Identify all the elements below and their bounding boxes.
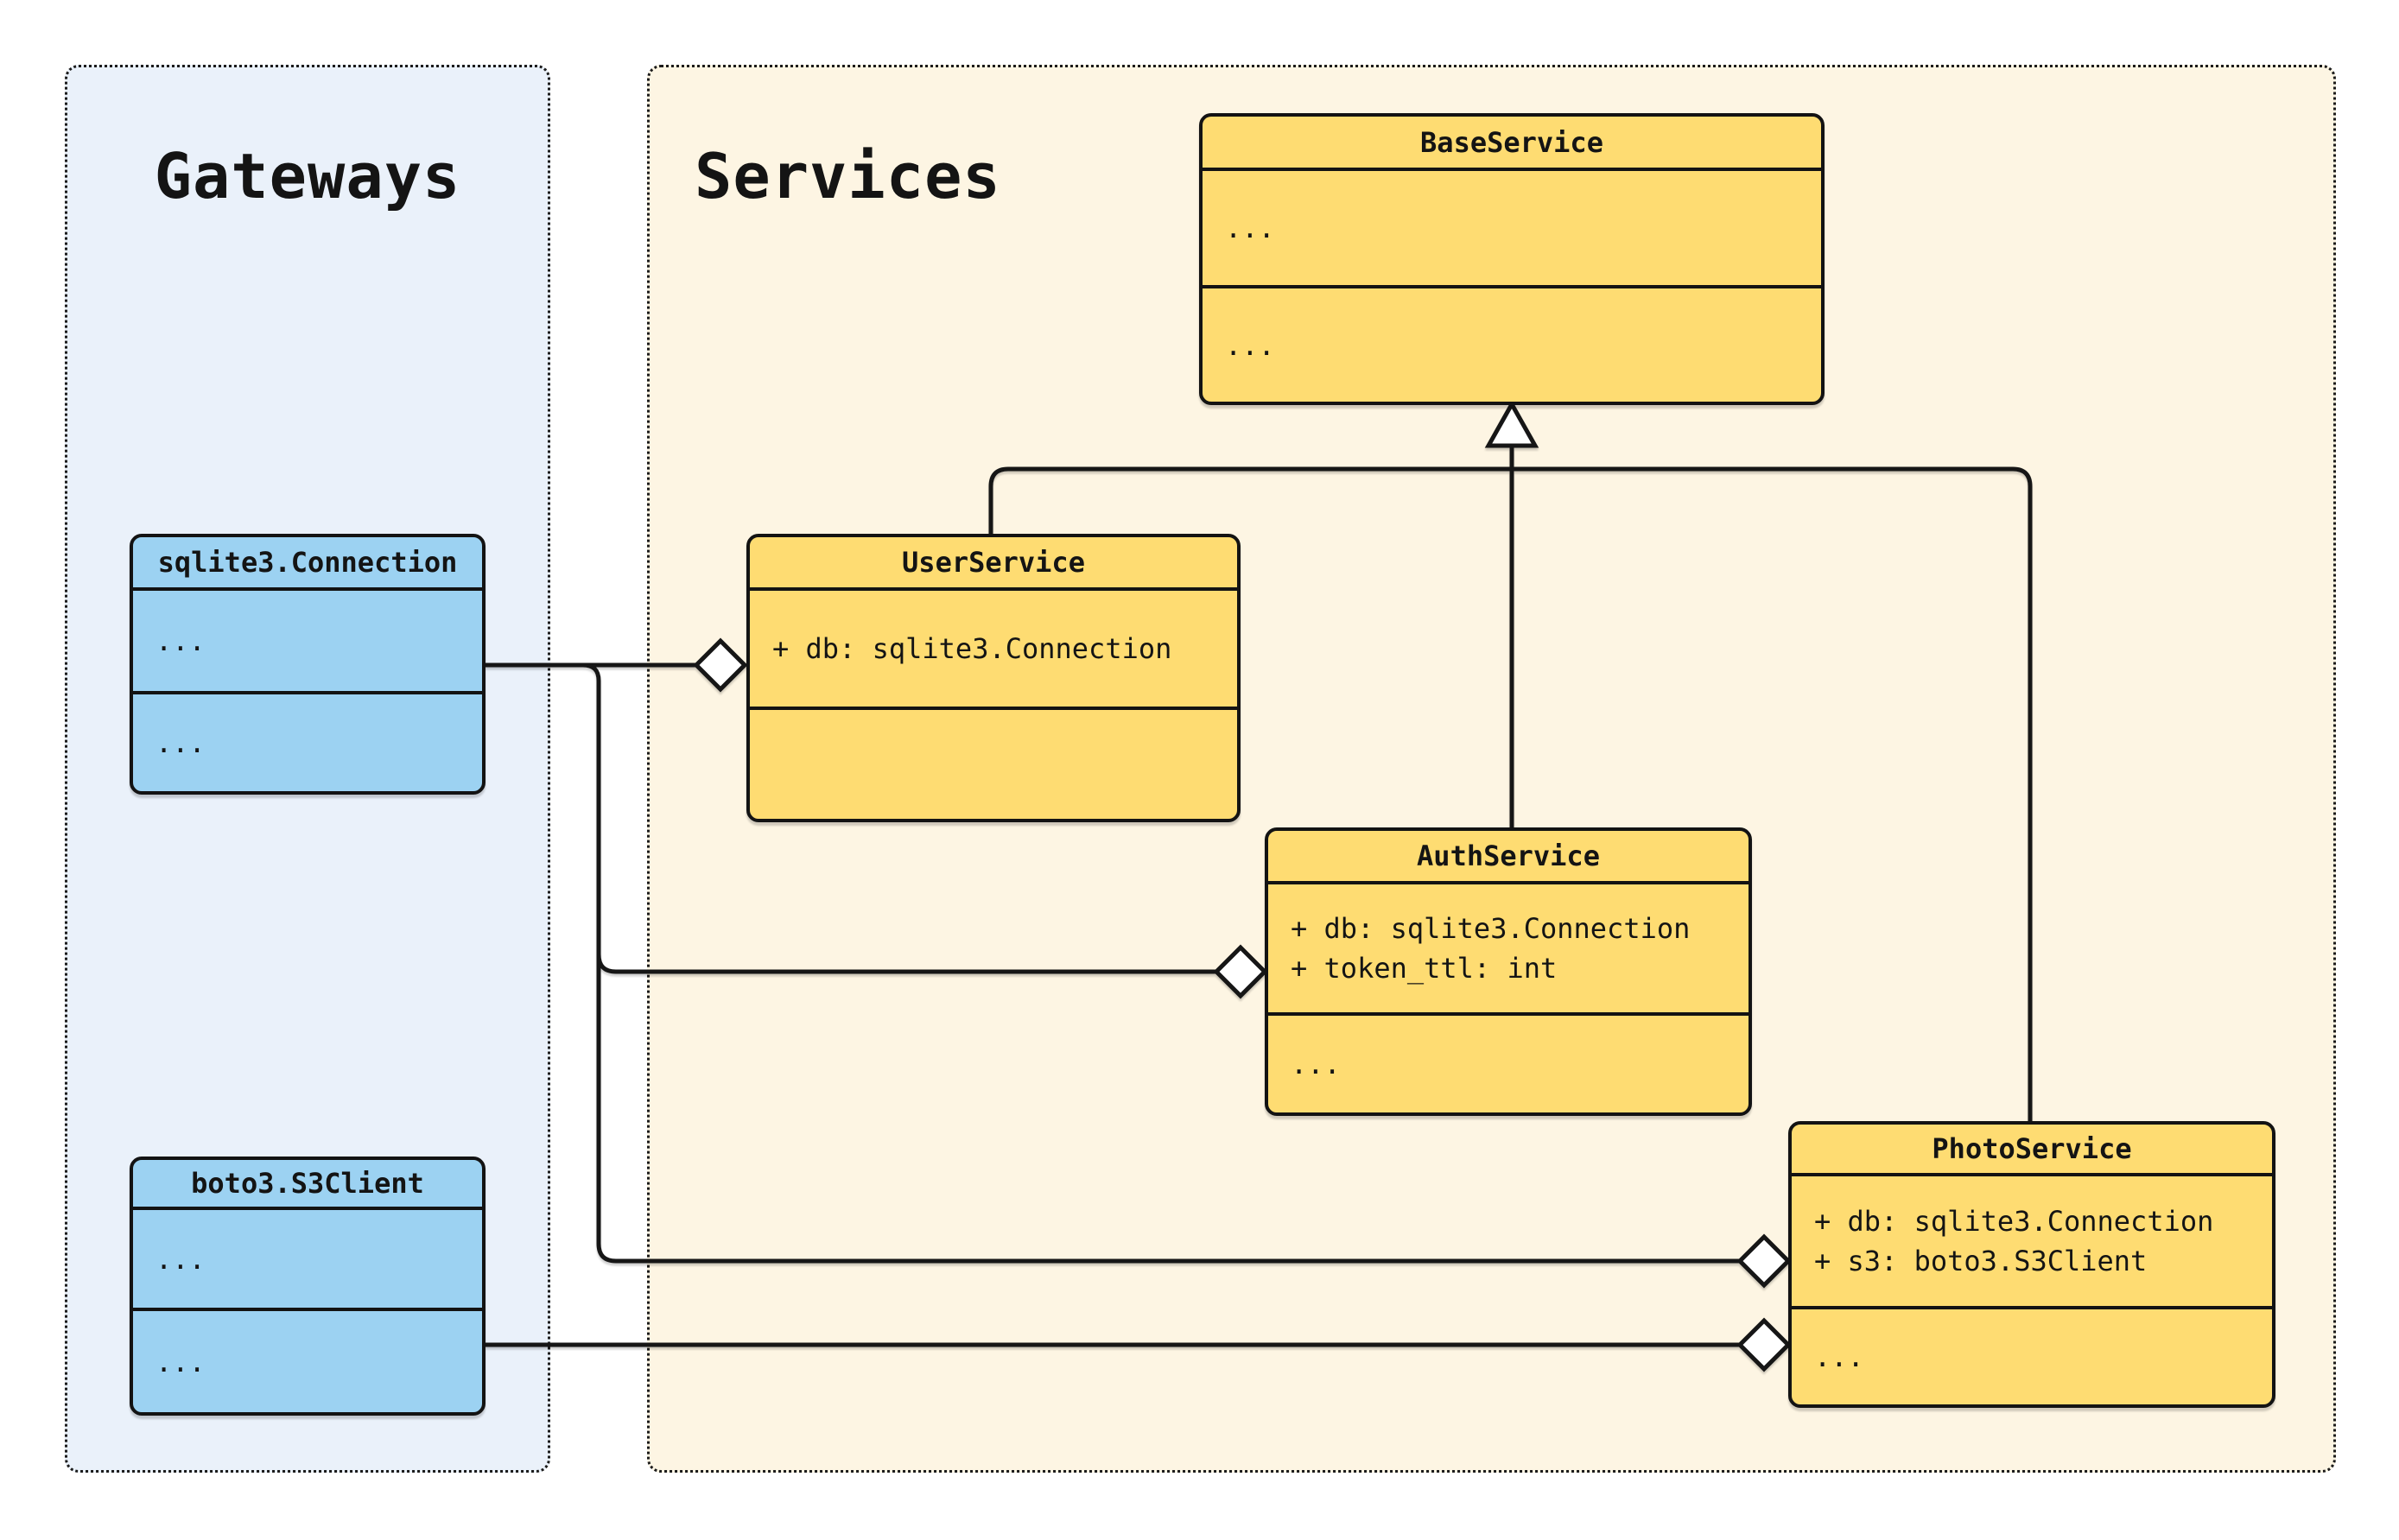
edge-connection-authservice bbox=[596, 954, 1216, 974]
class-attribute: + db: sqlite3.Connection bbox=[772, 632, 1172, 665]
class-title: sqlite3.Connection bbox=[133, 537, 482, 591]
class-title: PhotoService bbox=[1792, 1125, 2272, 1176]
class-methods bbox=[750, 710, 1237, 819]
class-method: ... bbox=[1291, 1048, 1341, 1081]
class-methods: ... bbox=[1268, 1016, 1748, 1112]
class-attributes: ... bbox=[133, 591, 482, 694]
class-method: ... bbox=[1225, 328, 1275, 362]
class-attribute: ... bbox=[155, 1242, 206, 1276]
class-methods: ... bbox=[1203, 288, 1821, 402]
class-attribute: ... bbox=[155, 624, 206, 657]
class-box-authservice: AuthService + db: sqlite3.Connection + t… bbox=[1265, 827, 1752, 1116]
class-box-userservice: UserService + db: sqlite3.Connection bbox=[746, 534, 1241, 822]
class-methods: ... bbox=[133, 694, 482, 791]
group-gateways-title: Gateways bbox=[154, 140, 461, 212]
class-box-photoservice: PhotoService + db: sqlite3.Connection + … bbox=[1788, 1121, 2275, 1408]
class-attribute: + token_ttl: int bbox=[1291, 952, 1558, 985]
class-title: boto3.S3Client bbox=[133, 1160, 482, 1210]
class-methods: ... bbox=[133, 1311, 482, 1412]
group-services-title: Services bbox=[695, 140, 1001, 212]
class-attributes: ... bbox=[1203, 171, 1821, 288]
class-attributes: + db: sqlite3.Connection + token_ttl: in… bbox=[1268, 884, 1748, 1016]
class-title: AuthService bbox=[1268, 831, 1748, 884]
class-title: UserService bbox=[750, 537, 1237, 591]
class-box-baseservice: BaseService ... ... bbox=[1199, 113, 1825, 405]
edge-connection-photoservice bbox=[582, 662, 1740, 1264]
class-attribute: + s3: boto3.S3Client bbox=[1814, 1245, 2148, 1277]
class-method: ... bbox=[155, 1345, 206, 1378]
class-box-boto3-s3client: boto3.S3Client ... ... bbox=[130, 1157, 486, 1416]
class-title: BaseService bbox=[1203, 117, 1821, 171]
class-attribute: ... bbox=[1225, 212, 1275, 244]
class-attributes: + db: sqlite3.Connection + s3: boto3.S3C… bbox=[1792, 1176, 2272, 1309]
uml-aggregation-diamond-userservice bbox=[693, 637, 748, 693]
uml-aggregation-diamond-authservice bbox=[1213, 944, 1268, 999]
class-attributes: + db: sqlite3.Connection bbox=[750, 591, 1237, 710]
class-attribute: + db: sqlite3.Connection bbox=[1814, 1205, 2214, 1238]
uml-aggregation-diamond-photoservice-db bbox=[1736, 1233, 1792, 1289]
uml-aggregation-diamond-photoservice-s3 bbox=[1736, 1317, 1792, 1372]
class-attributes: ... bbox=[133, 1210, 482, 1311]
class-attribute: + db: sqlite3.Connection bbox=[1291, 912, 1691, 945]
class-method: ... bbox=[155, 726, 206, 759]
uml-inheritance-triangle bbox=[1484, 399, 1539, 448]
class-box-sqlite3-connection: sqlite3.Connection ... ... bbox=[130, 534, 486, 795]
class-method: ... bbox=[1814, 1340, 1864, 1373]
class-methods: ... bbox=[1792, 1309, 2272, 1404]
